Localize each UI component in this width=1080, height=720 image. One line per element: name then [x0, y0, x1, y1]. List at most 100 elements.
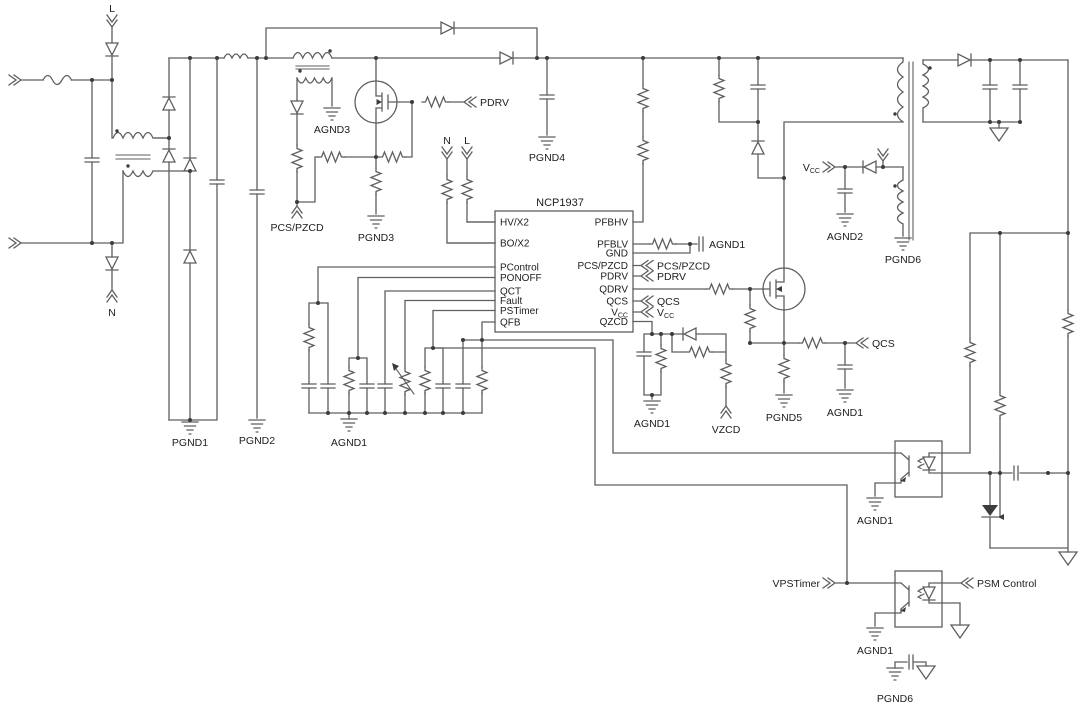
agnd2-ground-icon	[836, 213, 854, 227]
pgnd2-ground-icon	[248, 419, 266, 433]
label-line-sense: L	[464, 135, 470, 147]
label-pgnd6-aux: PGND6	[885, 254, 921, 266]
feedback-network	[941, 232, 1078, 566]
pin-gnd: GND	[606, 249, 628, 260]
bulk-input-cap-icon	[209, 179, 225, 185]
label-agnd1-opto2: AGND1	[857, 645, 893, 657]
pgnd3-ground-icon	[367, 215, 385, 229]
neutral-diode-icon	[105, 256, 119, 271]
pin-pstimer: PSTimer	[500, 306, 539, 317]
pfc-gate-resistor-icon	[421, 96, 450, 108]
primary-winding-icon	[896, 57, 905, 123]
ac-input-section	[8, 14, 538, 435]
line-sense-section	[441, 146, 496, 244]
pgnd1-ground-icon	[181, 421, 199, 435]
label-pgnd4: PGND4	[529, 152, 565, 164]
qdrv-gate-resistor-icon	[705, 283, 734, 295]
pcs-pzcd-ic-connector-icon	[640, 259, 654, 272]
pin-ponoff: PONOFF	[500, 273, 542, 284]
rail-inductor-icon	[223, 53, 249, 60]
agnd3-ground-icon	[323, 107, 341, 121]
neutral-bottom-connector-icon	[106, 289, 118, 303]
agnd1-qzcd-ground-icon	[643, 400, 661, 414]
qfb-feedback-run	[481, 339, 896, 454]
label-pdrv: PDRV	[480, 97, 509, 109]
label-agnd2: AGND2	[827, 231, 863, 243]
qct-cap-icon	[377, 383, 393, 389]
opto1-led-icon	[922, 456, 936, 471]
pfc-inductor-icon	[292, 49, 333, 84]
hv-resistor-icon	[461, 175, 473, 204]
vpstimer-connector-icon	[822, 577, 836, 589]
opto2-led-icon	[922, 586, 936, 601]
pfc-sense-resistor-icon	[370, 167, 382, 196]
label-agnd1-pfblv: AGND1	[709, 239, 745, 251]
optocoupler-psm	[822, 570, 974, 681]
vcc-connector-icon	[822, 161, 836, 173]
secondary-ground-icon	[989, 127, 1009, 142]
bridge-cap-ground-icon	[916, 665, 936, 680]
pin-pdrv: PDRV	[600, 272, 628, 283]
line-top-connector-icon	[106, 14, 118, 28]
pfc-cs-resistor-icon	[317, 151, 346, 163]
label-agnd1-opto1: AGND1	[857, 515, 893, 527]
bypass-diode-icon	[440, 21, 455, 35]
divider-resistor-icon	[994, 391, 1006, 420]
pstimer-run	[432, 347, 848, 584]
tl431-icon	[981, 472, 1004, 549]
label-pgnd3: PGND3	[358, 232, 394, 244]
qcs-filter-cap-icon	[837, 364, 853, 370]
pfblv-resistor-icon	[648, 238, 677, 250]
pfc-mosfet-icon	[354, 57, 413, 158]
ic-left-networks	[301, 221, 896, 584]
aux-test-connector-icon	[877, 148, 889, 162]
vcc-ic-connector-icon	[640, 306, 654, 318]
pin-qzcd: QZCD	[600, 317, 628, 328]
vzcd-parallel-resistor-icon	[685, 346, 714, 358]
pdrv-connector-icon	[463, 96, 477, 108]
clamp-resistor-icon	[713, 74, 725, 103]
output-cap2-icon	[1012, 84, 1028, 90]
pgnd6-bottom-ground-icon	[886, 667, 904, 681]
pin-pcontrol: PControl	[500, 263, 539, 274]
label-vzcd: VZCD	[712, 424, 741, 436]
agnd1-opto2-ground-icon	[866, 627, 884, 641]
vcc-diode-icon	[862, 160, 877, 174]
psm-control-connector-icon	[960, 577, 974, 589]
controller-ic: NCP1937 HV/X2 BO/X2 PControl PONOFF QCT …	[494, 197, 634, 333]
pfc-stage	[290, 49, 904, 229]
pin-qfb: QFB	[500, 318, 521, 329]
line-input-connector-icon	[8, 74, 22, 86]
bulk-cap-icon	[539, 94, 555, 100]
label-pcs-pzcd-left: PCS/PZCD	[270, 222, 324, 234]
label-pgnd1: PGND1	[172, 437, 208, 449]
pgnd5-ground-icon	[775, 394, 793, 408]
feedback-ground-icon	[1058, 551, 1078, 566]
clamp-diode-icon	[751, 140, 765, 155]
pstimer-cap-icon	[435, 383, 451, 389]
output-cap1-icon	[982, 84, 998, 90]
neutral-input-connector-icon	[8, 237, 22, 249]
label-psm-control: PSM Control	[977, 578, 1037, 590]
transformer-section	[822, 53, 1069, 251]
ponoff-cap-icon	[359, 383, 375, 389]
vzcd-diode-icon	[682, 327, 697, 341]
fuse-icon	[42, 74, 73, 86]
qzcd-cap-icon	[636, 351, 652, 357]
label-vcc-aux: VCC	[803, 162, 820, 175]
pstimer-resistor-icon	[419, 366, 431, 395]
x-capacitor-icon	[84, 157, 100, 163]
pfbhv-resistor1-icon	[637, 136, 649, 165]
label-agnd1-qcs: AGND1	[827, 407, 863, 419]
pin-fault: Fault	[500, 296, 522, 307]
label-vpstimer: VPSTimer	[773, 578, 821, 590]
flyback-sense-resistor-icon	[778, 354, 790, 383]
ic-right-networks	[632, 57, 764, 419]
label-qcs-source: QCS	[872, 338, 895, 350]
line-sense-connector-icon	[461, 146, 473, 160]
label-qcs-ic: QCS	[657, 296, 680, 308]
line-diode-icon	[105, 42, 119, 57]
pcontrol-cap1-icon	[301, 383, 317, 389]
